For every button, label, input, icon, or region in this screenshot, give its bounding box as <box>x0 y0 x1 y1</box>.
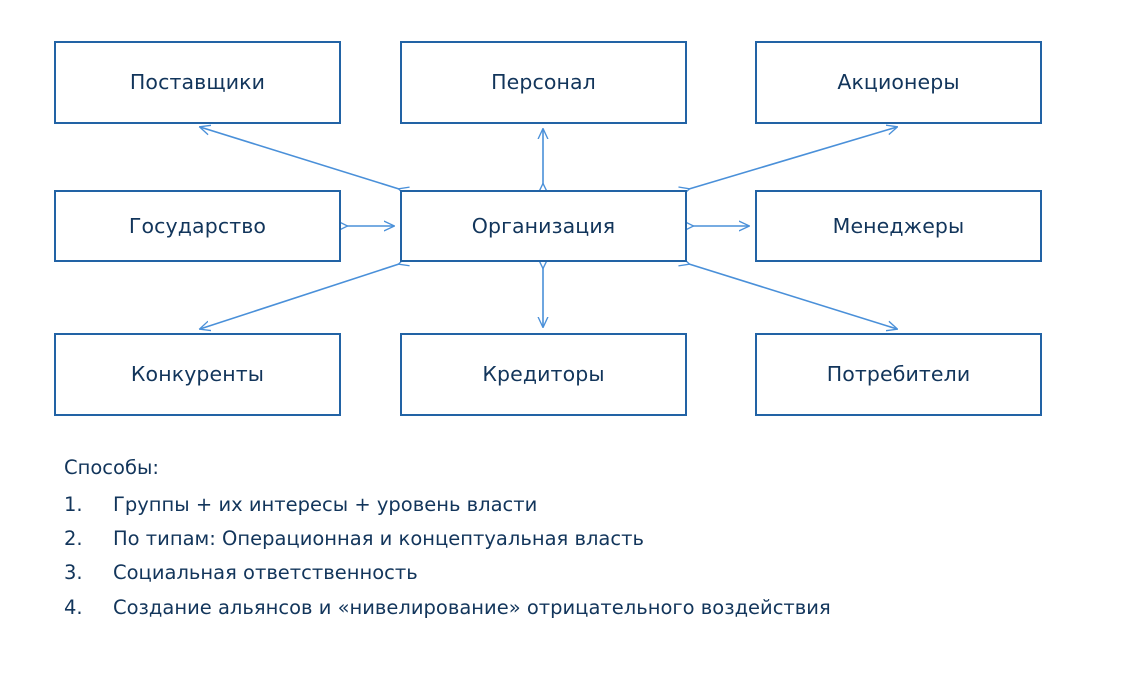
list-item-number: 4. <box>64 595 83 619</box>
list-item-text: Социальная ответственность <box>113 561 418 585</box>
node-label: Кредиторы <box>482 362 605 387</box>
list-item-text: Группы + их интересы + уровень власти <box>113 492 538 516</box>
list-item-number: 3. <box>64 561 83 585</box>
list-item: 4. Создание альянсов и «нивелирование» о… <box>64 595 1064 619</box>
methods-list: Способы: 1. Группы + их интересы + урове… <box>64 458 1064 632</box>
node-label: Персонал <box>491 70 596 95</box>
node-label: Потребители <box>826 362 971 387</box>
node-creditors[interactable]: Кредиторы <box>400 333 687 416</box>
list-item-number: 1. <box>64 492 83 516</box>
node-label: Конкуренты <box>130 362 265 387</box>
list-item-number: 2. <box>64 526 83 550</box>
list-item-text: Создание альянсов и «нивелирование» отри… <box>113 595 831 619</box>
node-suppliers[interactable]: Поставщики <box>54 41 341 124</box>
node-label: Менеджеры <box>832 213 965 238</box>
connector-organization-suppliers <box>200 127 399 189</box>
list-item-text: По типам: Операционная и концептуальная … <box>113 526 644 550</box>
node-personnel[interactable]: Персонал <box>400 41 687 124</box>
connector-organization-consumers <box>689 264 897 329</box>
list-item: 2. По типам: Операционная и концептуальн… <box>64 526 1064 550</box>
list-item: 3. Социальная ответственность <box>64 561 1064 585</box>
connector-organization-shareholders <box>689 127 897 189</box>
methods-list-title: Способы: <box>64 456 159 479</box>
node-consumers[interactable]: Потребители <box>755 333 1042 416</box>
list-item: 1. Группы + их интересы + уровень власти <box>64 492 1064 516</box>
node-shareholders[interactable]: Акционеры <box>755 41 1042 124</box>
node-organization[interactable]: Организация <box>400 190 687 262</box>
node-label: Государство <box>128 213 267 238</box>
stakeholder-diagram: Поставщики Персонал Акционеры Государств… <box>54 41 1042 416</box>
node-competitors[interactable]: Конкуренты <box>54 333 341 416</box>
node-managers[interactable]: Менеджеры <box>755 190 1042 262</box>
node-label: Поставщики <box>129 70 266 95</box>
node-state[interactable]: Государство <box>54 190 341 262</box>
node-label: Акционеры <box>837 70 960 95</box>
connector-organization-competitors <box>200 264 399 329</box>
node-label: Организация <box>471 213 616 238</box>
